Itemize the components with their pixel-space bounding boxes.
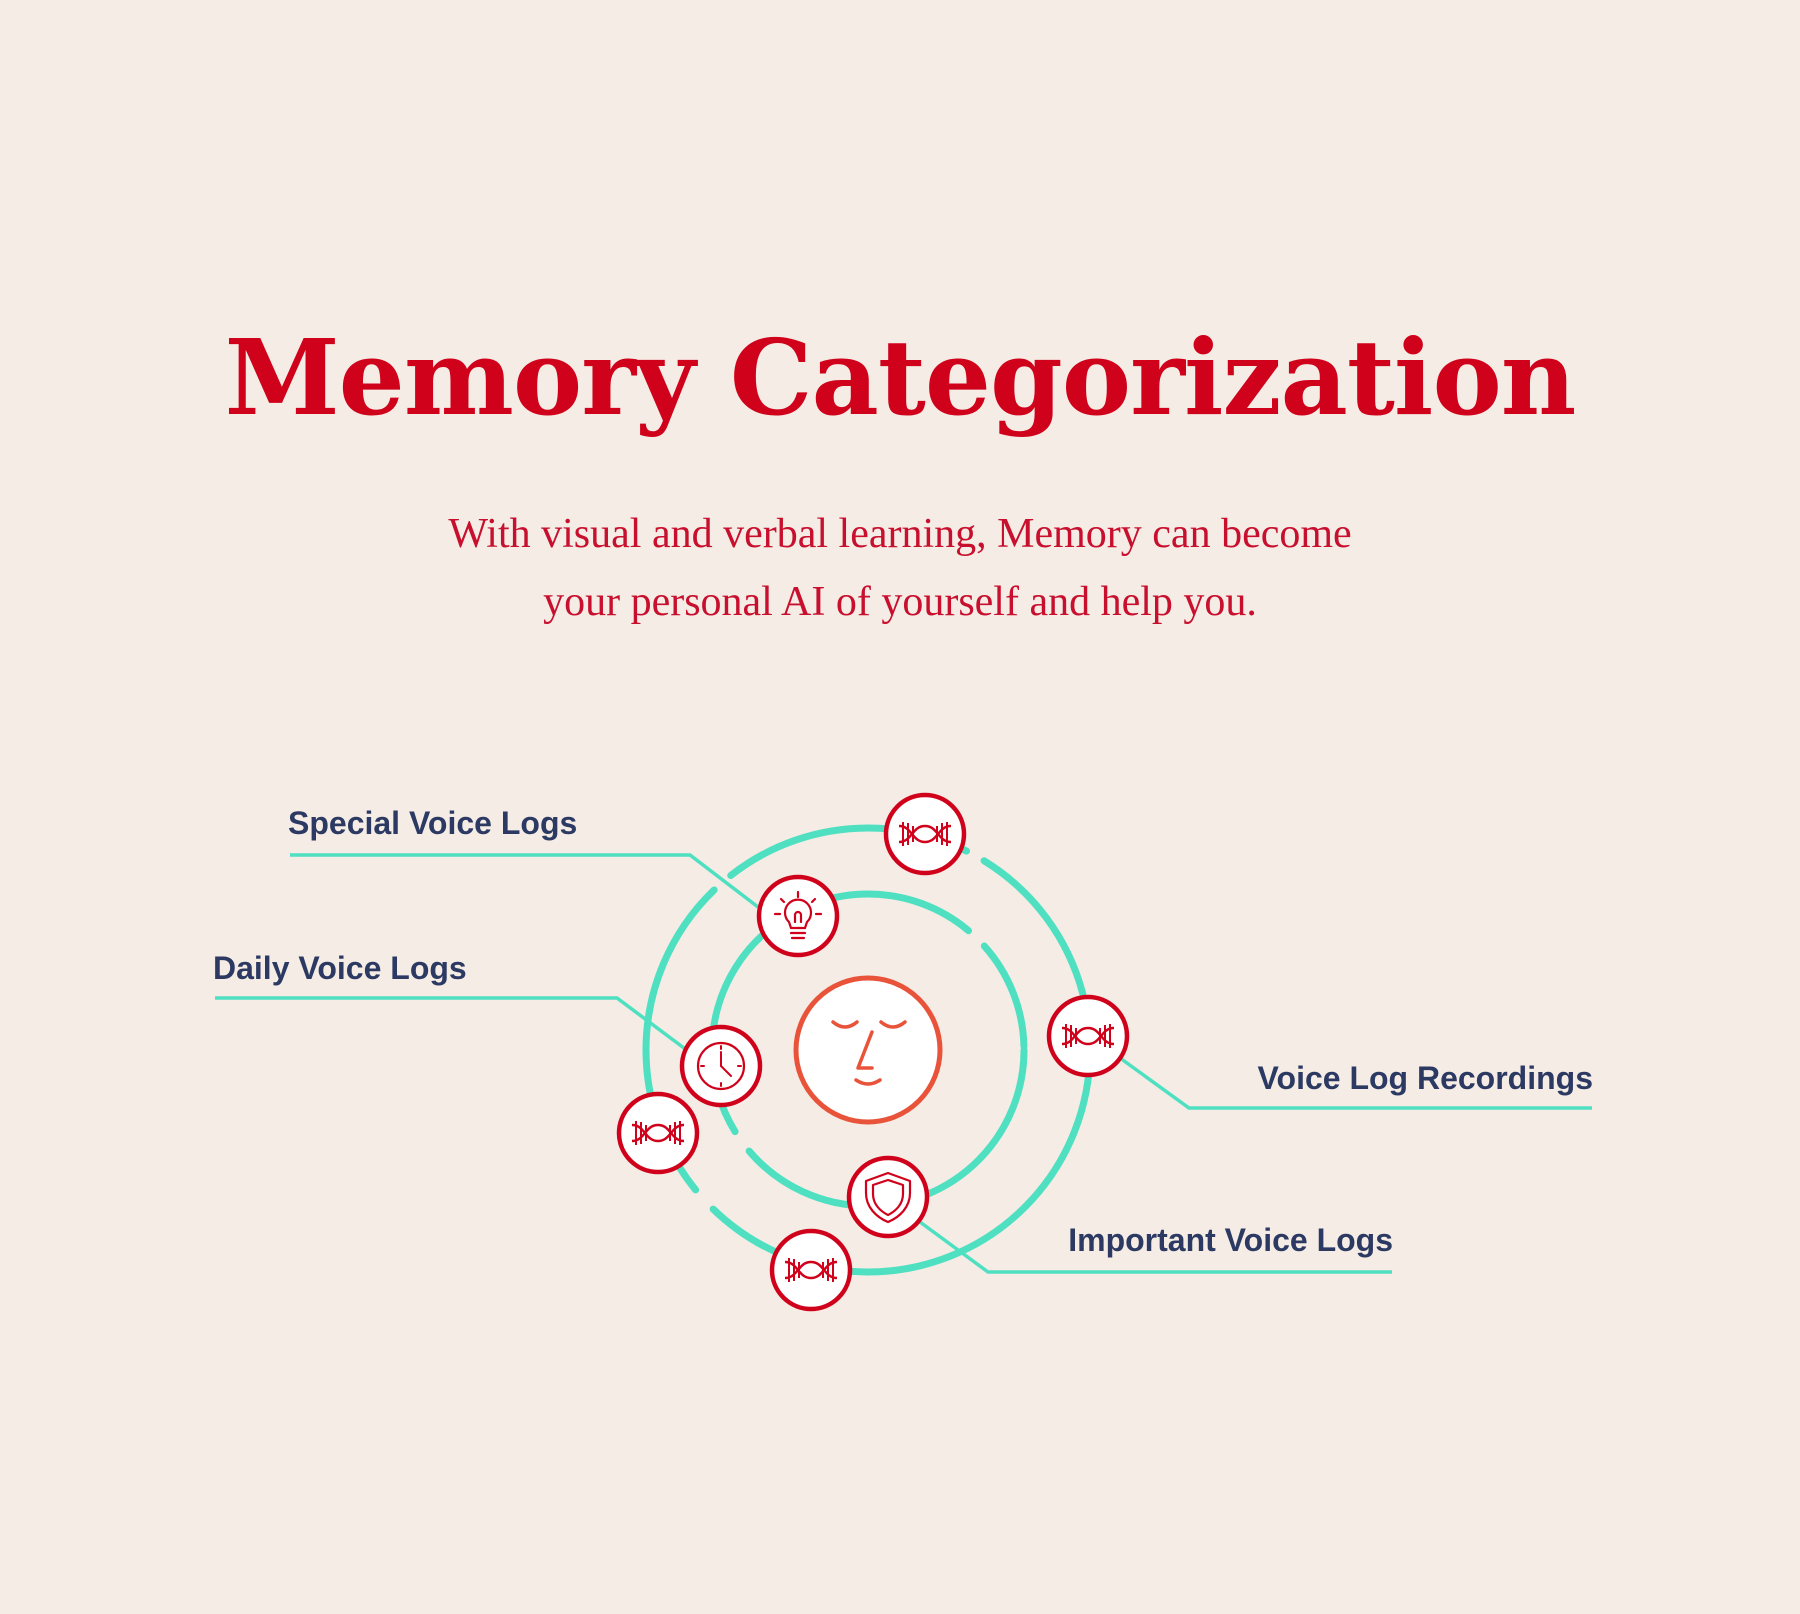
leader-lines: [215, 853, 1592, 1274]
subtitle-line-1: With visual and verbal learning, Memory …: [448, 511, 1352, 557]
leader-recordings: [1118, 1056, 1592, 1110]
label-special-voice-logs: Special Voice Logs: [288, 805, 577, 841]
dna-icon: [616, 1091, 700, 1175]
page-subtitle: With visual and verbal learning, Memory …: [300, 500, 1500, 636]
label-daily-voice-logs: Daily Voice Logs: [213, 950, 467, 986]
shield-icon: [846, 1155, 930, 1239]
sleeping-face-icon: [793, 975, 943, 1125]
leader-important: [918, 1220, 1392, 1274]
dna-icon: [769, 1228, 853, 1312]
dna-icon: [1046, 994, 1130, 1078]
leader-daily: [215, 996, 702, 1062]
clock-icon: [679, 1024, 763, 1108]
lightbulb-icon: [756, 874, 840, 958]
leader-special: [290, 853, 760, 909]
label-important-voice-logs: Important Voice Logs: [1068, 1222, 1393, 1258]
label-voice-log-recordings: Voice Log Recordings: [1258, 1060, 1593, 1096]
dna-icon: [883, 792, 967, 876]
subtitle-line-2: your personal AI of yourself and help yo…: [543, 579, 1257, 625]
page-title: Memory Categorization: [224, 316, 1577, 439]
